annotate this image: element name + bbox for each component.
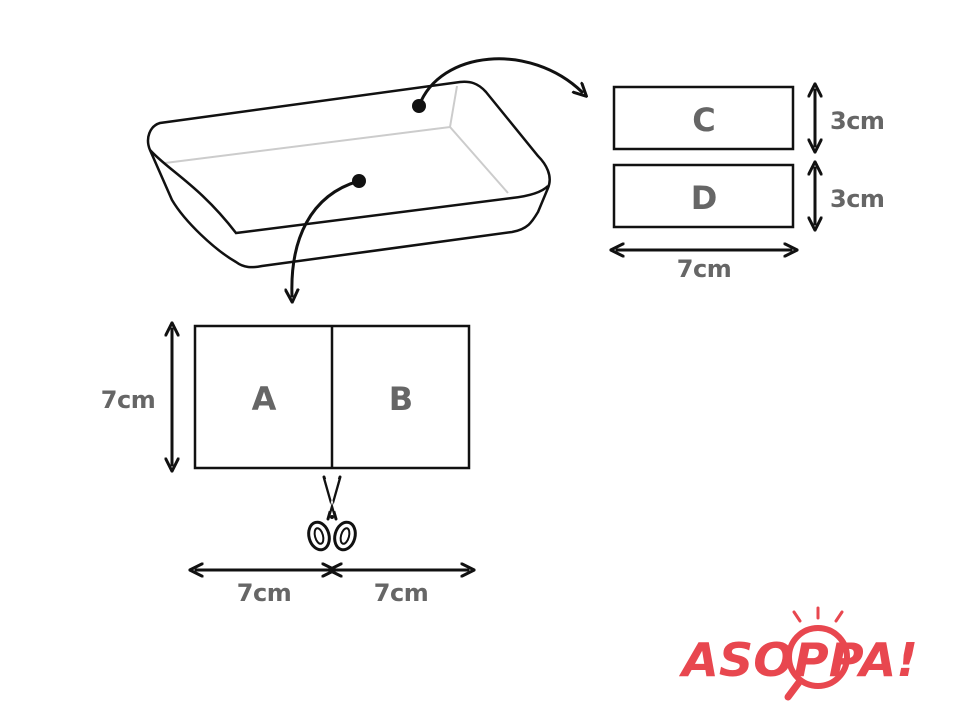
cd-width-label: 7cm — [677, 255, 731, 283]
logo-text: ASOPPA! — [679, 633, 918, 687]
arrow-to-cd — [412, 57, 582, 113]
tray-rim — [149, 149, 549, 235]
tray-illustration — [146, 80, 551, 269]
piece-c-label: C — [692, 101, 715, 139]
a-width-label: 7cm — [237, 579, 291, 607]
tray-outer — [146, 80, 551, 269]
piece-d-label: D — [691, 179, 718, 217]
d-height-label: 3cm — [830, 185, 884, 213]
piece-a-label: A — [252, 380, 277, 418]
scissors-icon — [307, 475, 357, 552]
piece-d-rect — [612, 163, 795, 229]
ab-height-label: 7cm — [101, 386, 155, 414]
tray-inner-corner — [449, 85, 458, 128]
b-width-label: 7cm — [374, 579, 428, 607]
arrow-to-ab — [292, 174, 366, 296]
piece-b-label: B — [389, 380, 413, 418]
piece-c-rect — [612, 85, 795, 151]
c-height-label: 3cm — [830, 107, 884, 135]
asoppa-logo: ASOPPA! — [679, 606, 918, 701]
